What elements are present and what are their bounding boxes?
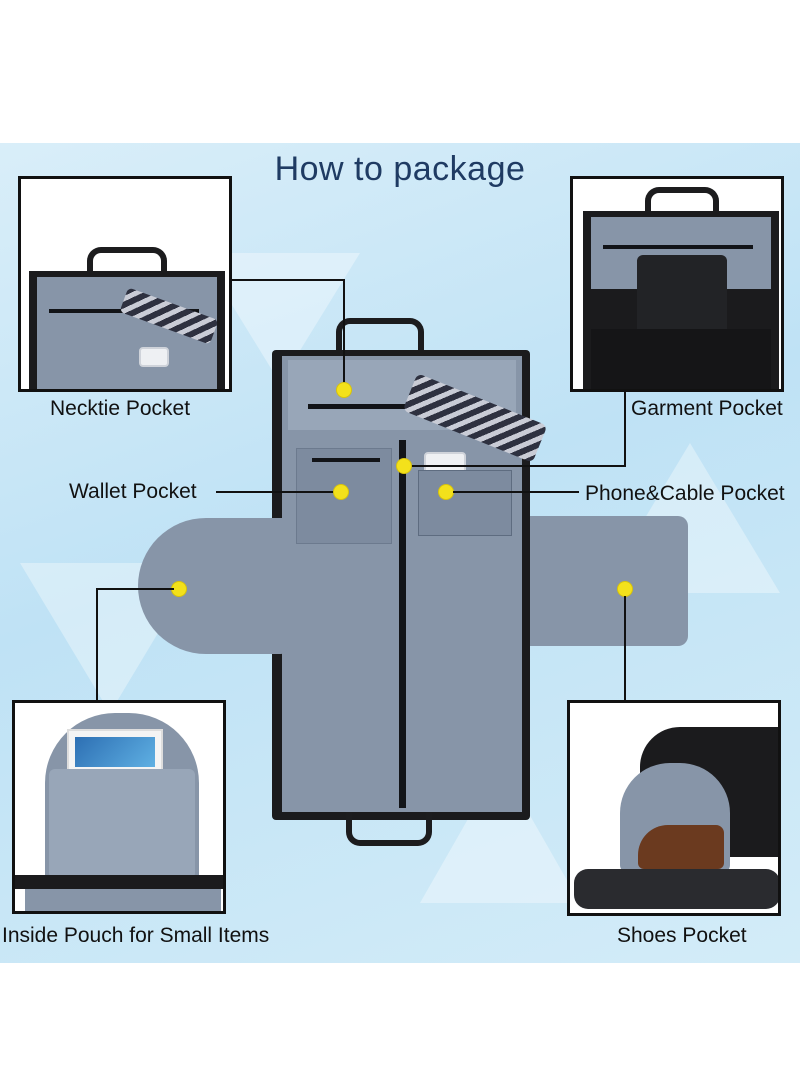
inset-pouch-pocket	[49, 769, 195, 879]
garment-inset-frame	[570, 176, 784, 392]
connector-line	[232, 279, 344, 281]
center-zipper	[399, 440, 406, 808]
inside-pouch-label: Inside Pouch for Small Items	[2, 924, 270, 947]
bottom-handle	[346, 812, 432, 846]
inside-pouch-marker	[172, 582, 186, 596]
shoes-pocket-label: Shoes Pocket	[617, 924, 747, 947]
phone-cable-pocket-panel	[418, 470, 512, 536]
garment-pocket-label: Garment Pocket	[631, 397, 783, 420]
inset-bag-bottom	[574, 869, 778, 909]
garment-marker	[397, 459, 411, 473]
connector-line	[96, 588, 174, 590]
wallet-pocket-label: Wallet Pocket	[69, 480, 197, 503]
inset-zipper	[603, 245, 753, 249]
phone-cable-pocket-label: Phone&Cable Pocket	[585, 482, 785, 505]
necktie-zipper	[308, 404, 478, 409]
right-shoe-flap	[530, 516, 688, 646]
necktie-marker	[337, 383, 351, 397]
connector-line	[96, 588, 98, 701]
connector-line	[216, 491, 336, 493]
inset-bag-edge	[15, 875, 223, 889]
connector-line	[410, 465, 626, 467]
connector-line	[343, 279, 345, 387]
connector-line	[624, 596, 626, 701]
wallet-zipper	[312, 458, 380, 462]
shoes-marker	[618, 582, 632, 596]
inset-shoe-compartment	[591, 329, 771, 389]
inset-handle	[87, 247, 167, 277]
shoes-inset-frame	[567, 700, 781, 916]
connector-line	[624, 392, 626, 466]
necktie-inset-frame	[18, 176, 232, 392]
wallet-marker	[334, 485, 348, 499]
inside-pouch-inset-frame	[12, 700, 226, 914]
shoes-image	[638, 825, 724, 869]
inset-handle	[645, 187, 719, 217]
phone-cable-marker	[439, 485, 453, 499]
top-handle	[336, 318, 424, 356]
necktie-pocket-label: Necktie Pocket	[50, 397, 191, 420]
inset-lining	[25, 889, 221, 911]
connector-line	[453, 491, 579, 493]
left-pouch-flap	[138, 518, 288, 654]
page-title: How to package	[274, 150, 526, 188]
inset-phone-image	[139, 347, 169, 367]
